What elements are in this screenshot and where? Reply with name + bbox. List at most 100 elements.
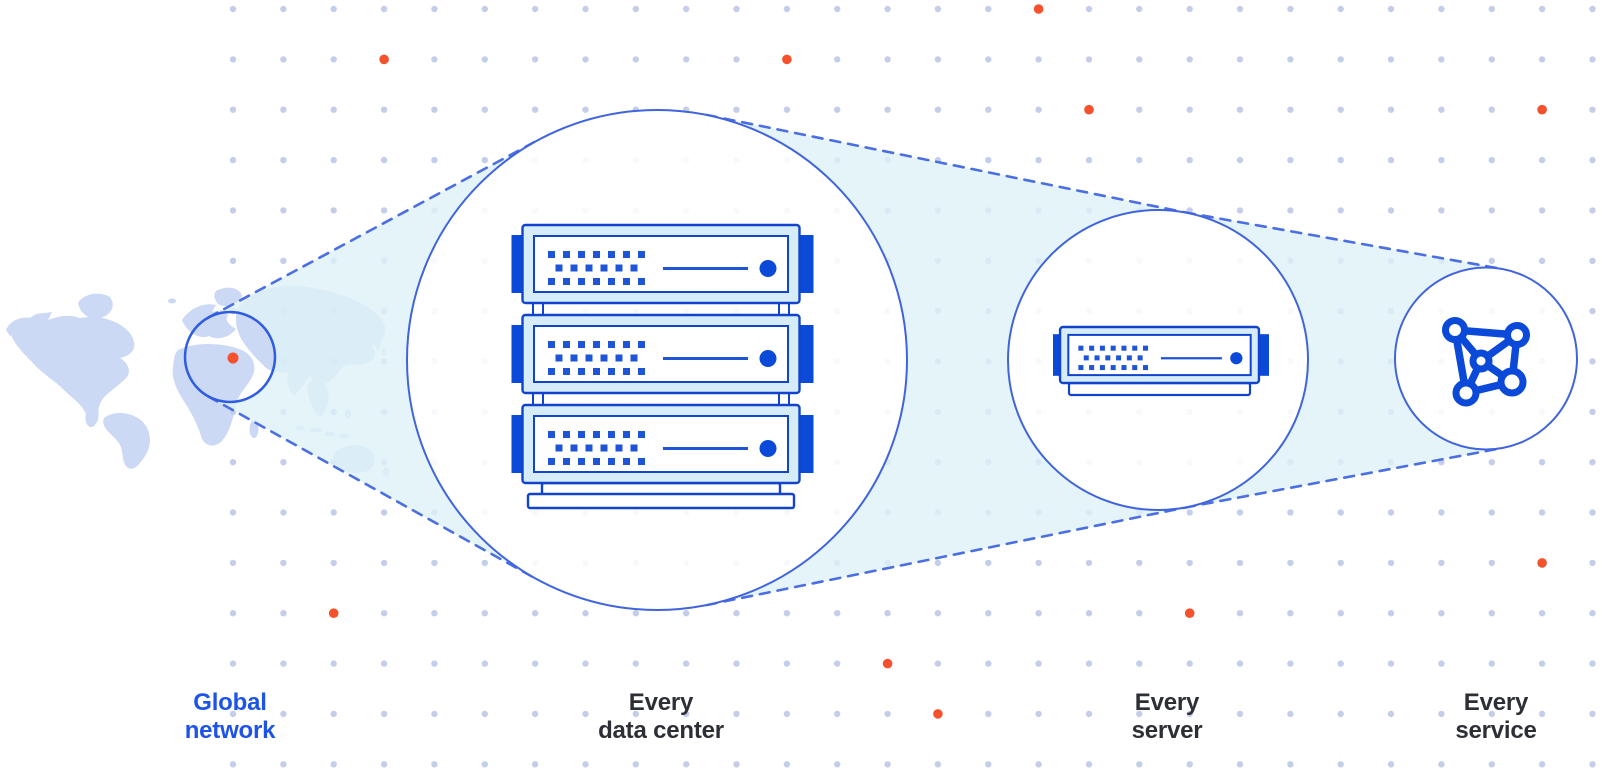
grid-dot xyxy=(1488,660,1496,667)
matrix-square xyxy=(570,354,578,362)
matrix-square xyxy=(608,458,615,465)
matrix-square xyxy=(555,444,563,452)
grid-dot xyxy=(1337,207,1344,214)
grid-dot xyxy=(1488,509,1496,516)
matrix-square xyxy=(563,251,570,258)
matrix-square xyxy=(1142,365,1149,371)
grid-dot xyxy=(1589,761,1596,768)
matrix-square xyxy=(570,264,578,272)
grid-dot xyxy=(1236,710,1244,718)
grid-dot xyxy=(683,56,690,63)
grid-dot xyxy=(934,106,942,113)
matrix-square xyxy=(1083,355,1089,361)
grid-dot xyxy=(1085,559,1093,567)
grid-dot xyxy=(1236,660,1244,667)
grid-dot xyxy=(632,610,639,617)
grid-dot xyxy=(934,761,942,768)
matrix-square xyxy=(608,278,615,285)
grid-dot xyxy=(481,106,488,113)
grid-dot xyxy=(1287,509,1294,516)
matrix-square xyxy=(548,458,555,465)
grid-dot xyxy=(1438,106,1445,113)
grid-dot xyxy=(1589,156,1596,164)
greenland-shape xyxy=(78,293,113,319)
grid-dot xyxy=(1337,710,1344,718)
accent-dot xyxy=(1537,104,1547,115)
dashed-guide-lines xyxy=(207,113,1504,607)
grid-dot xyxy=(1287,660,1294,667)
accent-dot xyxy=(1537,558,1547,568)
grid-dot xyxy=(884,710,891,718)
grid-dot xyxy=(1136,5,1143,13)
accent-dot xyxy=(1033,4,1044,14)
grid-dot xyxy=(1136,156,1143,164)
grid-dot xyxy=(1589,610,1596,617)
grid-dot xyxy=(1538,660,1546,667)
matrix-square xyxy=(585,444,593,452)
grid-dot xyxy=(280,710,287,718)
grid-dot xyxy=(1589,660,1596,667)
south-america-shape xyxy=(103,412,150,469)
grid-dot xyxy=(1136,106,1143,113)
arctic-island xyxy=(61,321,71,327)
matrix-square xyxy=(1078,365,1084,371)
grid-dot xyxy=(1488,559,1496,567)
grid-dot xyxy=(280,156,287,164)
grid-dot xyxy=(1589,307,1596,315)
grid-dot xyxy=(1438,710,1445,718)
matrix-square xyxy=(623,341,630,348)
grid-dot xyxy=(229,207,237,214)
grid-dot xyxy=(1287,56,1294,63)
caption-line: network xyxy=(184,717,276,744)
grid-dot xyxy=(1136,56,1143,63)
grid-dot xyxy=(1085,5,1093,13)
scandinavia-shape xyxy=(214,287,242,307)
grid-dot xyxy=(1085,660,1093,667)
caption-every-service: Every service xyxy=(1386,689,1606,745)
grid-dot xyxy=(1236,761,1244,768)
matrix-square xyxy=(1116,355,1122,361)
matrix-square xyxy=(638,458,645,465)
grid-dot xyxy=(1236,207,1244,214)
grid-dot xyxy=(1287,156,1294,164)
grid-dot xyxy=(280,257,287,264)
grid-dot xyxy=(229,156,237,164)
grid-dot xyxy=(1287,710,1294,718)
grid-dot xyxy=(733,610,740,617)
grid-dot xyxy=(380,509,388,516)
zoom-cone-datacenter-to-server xyxy=(706,115,1188,605)
grid-dot xyxy=(330,509,337,516)
grid-dot xyxy=(582,761,589,768)
grid-dot xyxy=(481,761,488,768)
rack-connector-tab xyxy=(778,392,790,406)
grid-dot xyxy=(582,610,589,617)
grid-dot xyxy=(934,660,942,667)
dashed-guide-line xyxy=(705,113,1190,215)
grid-dot xyxy=(834,5,841,13)
grid-dot xyxy=(1589,509,1596,516)
grid-dot xyxy=(1085,610,1093,617)
grid-dot xyxy=(1488,5,1496,13)
grid-dot xyxy=(1186,156,1193,164)
matrix-square xyxy=(630,354,638,362)
grid-dot xyxy=(330,710,337,718)
grid-dot xyxy=(229,509,237,516)
accent-dot xyxy=(1084,104,1094,115)
grid-dot xyxy=(1538,257,1546,264)
grid-dot xyxy=(1136,559,1143,567)
matrix-square xyxy=(638,251,645,258)
grid-dot xyxy=(1035,56,1042,63)
grid-dot xyxy=(531,5,539,13)
grid-dot xyxy=(1387,559,1395,567)
server-panel xyxy=(1067,333,1252,377)
grid-dot xyxy=(783,5,791,13)
matrix-square xyxy=(1137,355,1143,361)
grid-dot xyxy=(1287,610,1294,617)
grid-dot xyxy=(229,660,237,667)
grid-dot xyxy=(229,257,237,264)
accent-dot xyxy=(1184,608,1195,618)
matrix-square xyxy=(578,251,585,258)
rack-connector-tab xyxy=(778,302,790,316)
grid-dot xyxy=(1287,5,1294,13)
matrix-square xyxy=(1099,345,1105,351)
